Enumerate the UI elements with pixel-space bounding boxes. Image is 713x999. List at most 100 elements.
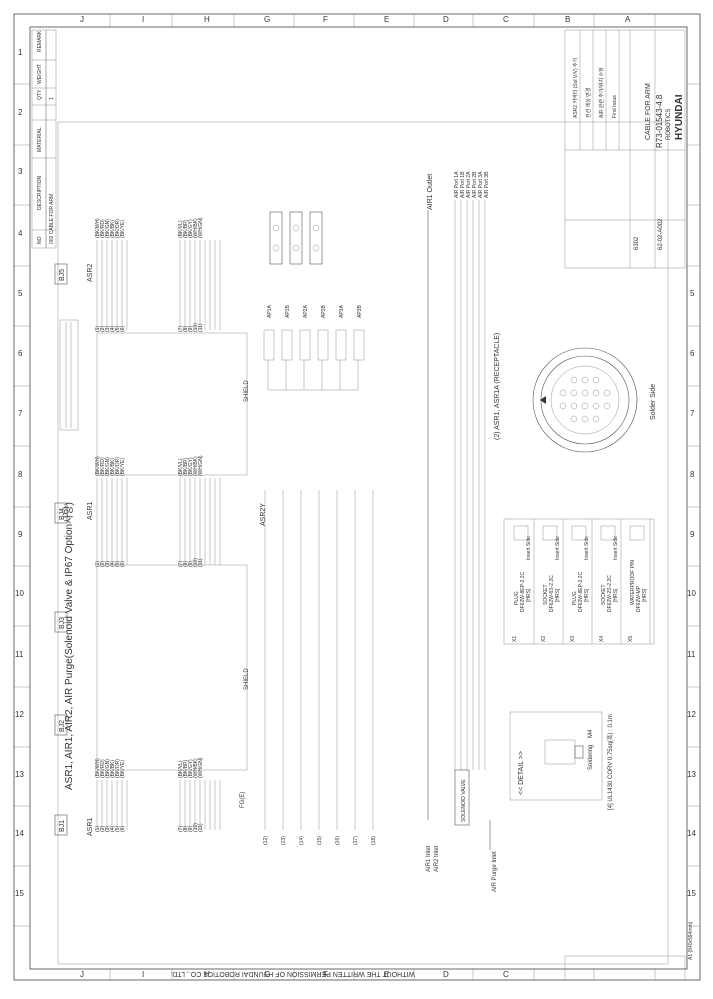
col-label: E <box>384 970 389 979</box>
bom-header-material: MATERIAL <box>37 127 43 152</box>
row-label: 14 <box>687 829 696 838</box>
revision-item: ASR2 커넥터 (Sol V/V) 추가 <box>572 57 579 118</box>
wire-color-label: (WH/GN) <box>198 455 204 476</box>
legend-name: PLUG <box>572 591 578 605</box>
air-port-label: AIR Port 1B <box>460 171 466 198</box>
legend-part: DF62W-6S-2.2C <box>549 575 555 612</box>
bom-table: REMARK WEIGHT QTY MATERIAL DESCRIPTION N… <box>31 29 57 249</box>
legend-code: X5 <box>628 636 634 642</box>
row-label: 8 <box>690 470 695 479</box>
legend-maker: [HRS] <box>584 588 590 602</box>
shield-box-bottom <box>96 564 248 771</box>
row-label: 15 <box>15 889 24 898</box>
row-ticks <box>14 83 700 927</box>
air-port-block <box>269 211 283 265</box>
connector-label: ASR1 <box>87 818 94 836</box>
wire-color-label: (BK/BR) <box>183 219 189 238</box>
pin-label: (1) <box>95 561 101 567</box>
wire-color-label: (BK/RD) <box>100 457 106 476</box>
row-label: 7 <box>18 409 23 418</box>
pin-label: (1) <box>95 326 101 332</box>
legend-side: Insert Side <box>526 536 532 560</box>
revision-item: AIR 관련 추가/위치 수정 <box>598 67 605 118</box>
wire-color-label: (BK/BR) <box>183 457 189 476</box>
legend-side: Insert Side <box>584 536 590 560</box>
legend-part: DF62W-2S-2.2C <box>607 575 613 612</box>
pin-label: (8) <box>183 561 189 567</box>
bottom-title-strip <box>564 955 686 981</box>
col-label: B <box>565 15 570 24</box>
drawing-number: R73-01543-4.8 <box>655 94 664 148</box>
air-inlet-label: AIR1 Inlet <box>426 845 432 872</box>
row-label: 6 <box>690 349 695 358</box>
revision-item: 전선 색상 변경 <box>585 88 592 118</box>
wire-bundles: (1)(BK/WH)(2)(BK/RD)(3)(BK/GN)(4)(BK/BK)… <box>95 217 377 845</box>
permission-notice: WITHOUT THE WRITTEN PERMISSION OF HYUNDA… <box>170 970 415 977</box>
air-port-label: AIR Port 3B <box>484 171 490 198</box>
row-label: 13 <box>15 770 24 779</box>
port-box <box>335 329 347 361</box>
row-label: 12 <box>687 710 696 719</box>
pin-label: (5) <box>115 326 121 332</box>
row-label: 4 <box>18 229 23 238</box>
legend-maker: [HRS] <box>555 588 561 602</box>
outer-frame <box>13 13 701 981</box>
bj-label: BJ5 <box>59 269 66 281</box>
row-label: 10 <box>687 589 696 598</box>
air-inlet-label: AIR2 Inlet <box>434 845 440 872</box>
port-box <box>263 329 275 361</box>
legend-connector-icon <box>542 525 558 541</box>
wire-color-label: (BK/OR) <box>115 457 121 476</box>
row-label: 11 <box>15 650 24 659</box>
bom-header-no: NO <box>37 236 43 244</box>
bj-label: BJ2 <box>59 720 66 732</box>
legend-side: Insert Side <box>555 536 561 560</box>
pin-label: (18) <box>371 836 377 845</box>
revision-item: First Issue <box>612 95 618 118</box>
port-box <box>353 329 365 361</box>
legend-code: X4 <box>599 636 605 642</box>
wire-color-label: (BK/VL) <box>178 220 184 238</box>
pin-label: (6) <box>120 826 126 832</box>
pin-label: (8) <box>183 826 189 832</box>
legend-maker: [HRS] <box>613 588 619 602</box>
port-label: AP2B <box>321 305 327 318</box>
air-port-label: AIR Port 2B <box>472 171 478 198</box>
pin-label: (7) <box>178 561 184 567</box>
pin-label: (11) <box>198 558 204 567</box>
air-port-label: AIR Port 3A <box>478 171 484 198</box>
wire-color-label: (BK/GY) <box>188 219 194 238</box>
bom-header-remark: REMARK <box>37 30 43 52</box>
company-sub: ROBOTICS <box>666 109 672 140</box>
legend-side: Insert Side <box>613 536 619 560</box>
legend-name: SOCKET <box>543 584 549 605</box>
wire-color-label: (BK/GY) <box>188 457 194 476</box>
pin-label: (13) <box>281 836 287 845</box>
bj-label: BJ4 <box>59 508 66 520</box>
mark-m4: M4 <box>588 729 594 738</box>
legend-maker: [HRS] <box>526 588 532 602</box>
wire-color-label: (BK/BK) <box>110 458 116 476</box>
pin-label: (14) <box>299 836 305 845</box>
port-label: AP1A <box>267 305 273 318</box>
pin-label: (4) <box>110 326 116 332</box>
legend-connector-icon <box>600 525 616 541</box>
col-label: I <box>142 15 144 24</box>
row-label: 3 <box>18 167 23 176</box>
legend-name: PLUG <box>514 591 520 605</box>
pin-label: (12) <box>263 836 269 845</box>
row-label: 9 <box>690 530 695 539</box>
row-label: 2 <box>18 108 23 117</box>
connector-label: ASR1 <box>87 502 94 520</box>
wire-color-label: (WH/BK) <box>193 758 199 778</box>
pin-label: (5) <box>115 561 121 567</box>
project-code: 6302 <box>634 236 640 250</box>
row-label: 8 <box>18 470 23 479</box>
air-outlet-label: AIR1 Outlet <box>427 174 434 210</box>
wire-color-label: (BK/RD) <box>100 759 106 778</box>
row-label: 10 <box>15 589 24 598</box>
wire-color-label: (BK/BR) <box>183 759 189 778</box>
